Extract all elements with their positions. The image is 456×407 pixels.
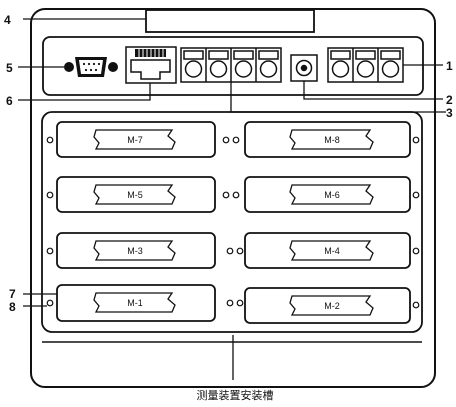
caption: 测量装置安装槽 bbox=[197, 388, 274, 402]
serial-port bbox=[64, 57, 118, 77]
callout-2: 2 bbox=[446, 93, 453, 107]
rj45-port bbox=[125, 46, 177, 84]
slot-m6: M-6 bbox=[244, 176, 411, 213]
enclosure bbox=[30, 8, 436, 388]
slot-m5: M-5 bbox=[56, 176, 216, 213]
module-label-m1: M-1 bbox=[127, 298, 143, 308]
callout-3: 3 bbox=[446, 106, 453, 120]
terminal-block-left bbox=[180, 47, 282, 83]
callout-5: 5 bbox=[6, 61, 13, 75]
display-window bbox=[145, 9, 315, 33]
module-label-m7: M-7 bbox=[127, 135, 143, 145]
module-label-m2: M-2 bbox=[324, 301, 340, 311]
slot-m7: M-7 bbox=[56, 121, 216, 158]
callout-6: 6 bbox=[6, 94, 13, 108]
module-label-m6: M-6 bbox=[324, 190, 340, 200]
callout-4: 4 bbox=[4, 13, 11, 27]
leader-lines bbox=[18, 18, 446, 380]
module-label-m3: M-3 bbox=[127, 246, 143, 256]
mounting-screws bbox=[46, 136, 420, 309]
slot-m8: M-8 bbox=[244, 121, 411, 158]
mounting-slot-area bbox=[41, 111, 423, 333]
module-label-m5: M-5 bbox=[127, 190, 143, 200]
module-label-m4: M-4 bbox=[324, 246, 340, 256]
slot-m3: M-3 bbox=[56, 232, 216, 269]
slot-m4: M-4 bbox=[244, 232, 411, 269]
slot-m1: M-1 bbox=[56, 284, 216, 322]
terminal-block-right bbox=[327, 47, 404, 83]
callout-1: 1 bbox=[446, 59, 453, 73]
connector-panel bbox=[42, 36, 424, 96]
power-jack bbox=[290, 54, 318, 82]
callout-8: 8 bbox=[9, 300, 16, 314]
callout-7: 7 bbox=[9, 287, 16, 301]
slot-m2: M-2 bbox=[244, 287, 411, 324]
module-label-m8: M-8 bbox=[324, 135, 340, 145]
